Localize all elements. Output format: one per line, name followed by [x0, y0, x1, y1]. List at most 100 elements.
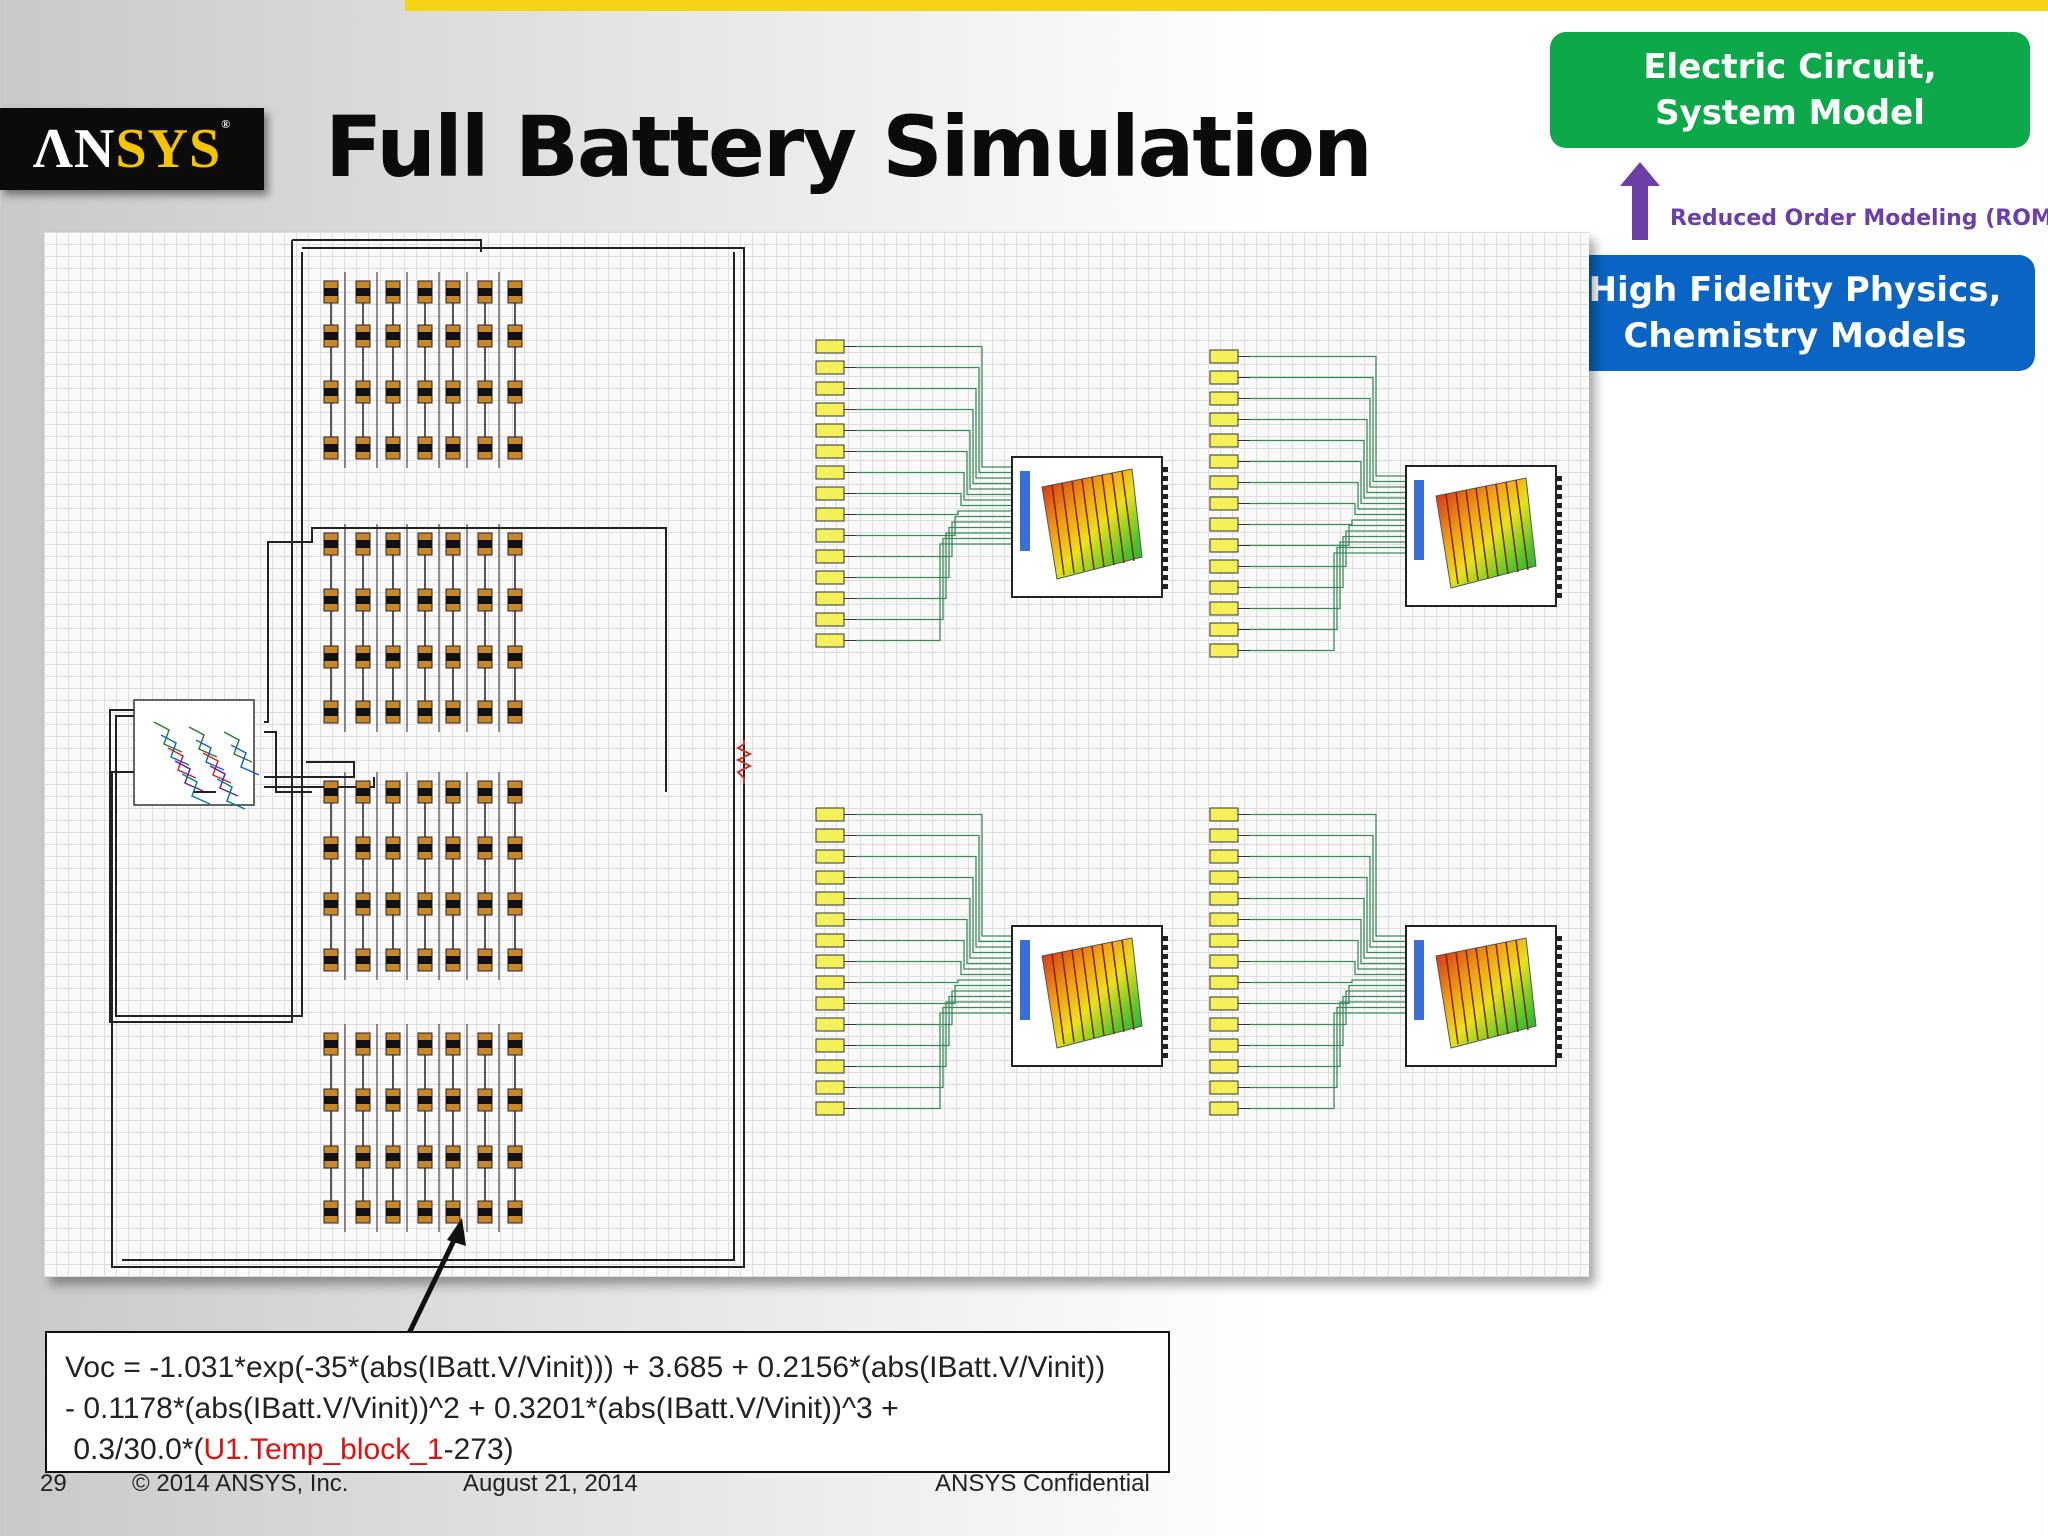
thermal-wire	[856, 450, 1012, 496]
output-pin	[1556, 963, 1562, 968]
thermal-wire	[856, 918, 1012, 965]
battery-cell-band	[508, 956, 522, 964]
battery-cell-band	[356, 900, 370, 908]
battery-cell-band	[478, 332, 492, 340]
port-label	[1209, 391, 1239, 406]
battery-cell-band	[324, 1153, 338, 1161]
port-label	[1209, 1080, 1239, 1095]
port-label	[1209, 933, 1239, 948]
battery-cell-band	[478, 596, 492, 604]
battery-cell-band	[324, 444, 338, 452]
port-label	[1209, 870, 1239, 885]
output-pin	[1162, 936, 1168, 941]
thermal-wire	[1250, 876, 1406, 954]
battery-cell-band	[446, 332, 460, 340]
battery-cell-band	[324, 708, 338, 716]
port-label	[1209, 1101, 1239, 1116]
port-label	[815, 591, 845, 606]
thermal-wire	[1250, 355, 1406, 477]
port-label	[815, 996, 845, 1011]
port-label	[815, 912, 845, 927]
battery-cell-band	[324, 388, 338, 396]
battery-cell-band	[478, 1096, 492, 1104]
thermal-wire	[856, 984, 1012, 1005]
date: August 21, 2014	[463, 1470, 638, 1497]
thermal-wire	[856, 429, 1012, 490]
output-pin	[1162, 990, 1168, 995]
battery-fin	[1465, 949, 1479, 1041]
battery-cell-band	[356, 1096, 370, 1104]
output-pin	[1162, 945, 1168, 950]
battery-cell-band	[418, 844, 432, 852]
module-trace	[209, 765, 239, 797]
battery-cell-band	[418, 332, 432, 340]
thermal-wire	[856, 366, 1012, 474]
thermal-wire	[1250, 1001, 1406, 1068]
module-trace	[174, 760, 204, 792]
port-label	[815, 465, 845, 480]
battery-cell-band	[508, 1040, 522, 1048]
battery-cell-band	[508, 653, 522, 661]
port-label	[815, 486, 845, 501]
battery-cell-band	[418, 1153, 432, 1161]
output-pin	[1556, 1008, 1562, 1013]
port-label	[1209, 580, 1239, 595]
color-legend	[1020, 940, 1030, 1020]
voc-formula-box: Voc = -1.031*exp(-35*(abs(IBatt.V/Vinit)…	[45, 1331, 1170, 1473]
battery-cell-band	[446, 1040, 460, 1048]
battery-cell-band	[356, 1208, 370, 1216]
battery-cell-band	[356, 388, 370, 396]
thermal-wire	[856, 526, 1012, 579]
port-label	[1209, 891, 1239, 906]
port-label	[815, 402, 845, 417]
battery-cell-band	[508, 388, 522, 396]
thermal-wire	[1250, 1006, 1406, 1089]
battery-cell-band	[478, 388, 492, 396]
battery-cell-band	[508, 900, 522, 908]
port-label	[815, 1059, 845, 1074]
thermal-wire	[1250, 519, 1406, 526]
page-number: 29	[40, 1470, 67, 1497]
thermal-wire	[1250, 530, 1406, 568]
battery-cell-band	[508, 444, 522, 452]
port-label	[1209, 601, 1239, 616]
battery-cell-band	[418, 596, 432, 604]
battery-cell-band	[478, 708, 492, 716]
battery-cell-band	[478, 788, 492, 796]
port-label	[815, 828, 845, 843]
battery-cell-band	[446, 900, 460, 908]
battery-fin	[1091, 476, 1105, 568]
output-pin	[1556, 575, 1562, 580]
battery-cell-band	[324, 332, 338, 340]
thermal-wire	[856, 855, 1012, 948]
port-label	[1209, 538, 1239, 553]
battery-cell-band	[446, 540, 460, 548]
battery-cell-band	[446, 596, 460, 604]
thermal-wire	[1250, 1012, 1406, 1110]
output-pin	[1556, 972, 1562, 977]
thermal-wire	[1250, 535, 1406, 589]
slide-title: Full Battery Simulation	[325, 98, 1373, 196]
port-label	[1209, 1038, 1239, 1053]
battery-cell-band	[446, 788, 460, 796]
outer-wire	[264, 527, 667, 792]
battery-cell-band	[386, 956, 400, 964]
battery-fin	[1475, 487, 1489, 579]
battery-fin	[1475, 947, 1489, 1039]
output-pin	[1556, 1017, 1562, 1022]
port-label	[815, 339, 845, 354]
confidential-notice: ANSYS Confidential	[935, 1470, 1150, 1497]
outer-wire	[122, 252, 735, 1261]
battery-cell-band	[356, 1040, 370, 1048]
thermal-wire	[1250, 546, 1406, 631]
battery-cell-band	[386, 388, 400, 396]
battery-cell-band	[478, 844, 492, 852]
battery-cell-band	[418, 1040, 432, 1048]
port-label	[815, 528, 845, 543]
battery-cell-band	[324, 1040, 338, 1048]
battery-cell-band	[508, 288, 522, 296]
battery-cell-band	[508, 596, 522, 604]
high-fidelity-box: High Fidelity Physics, Chemistry Models	[1555, 255, 2035, 371]
battery-cell-band	[446, 388, 460, 396]
module-trace	[216, 778, 246, 810]
